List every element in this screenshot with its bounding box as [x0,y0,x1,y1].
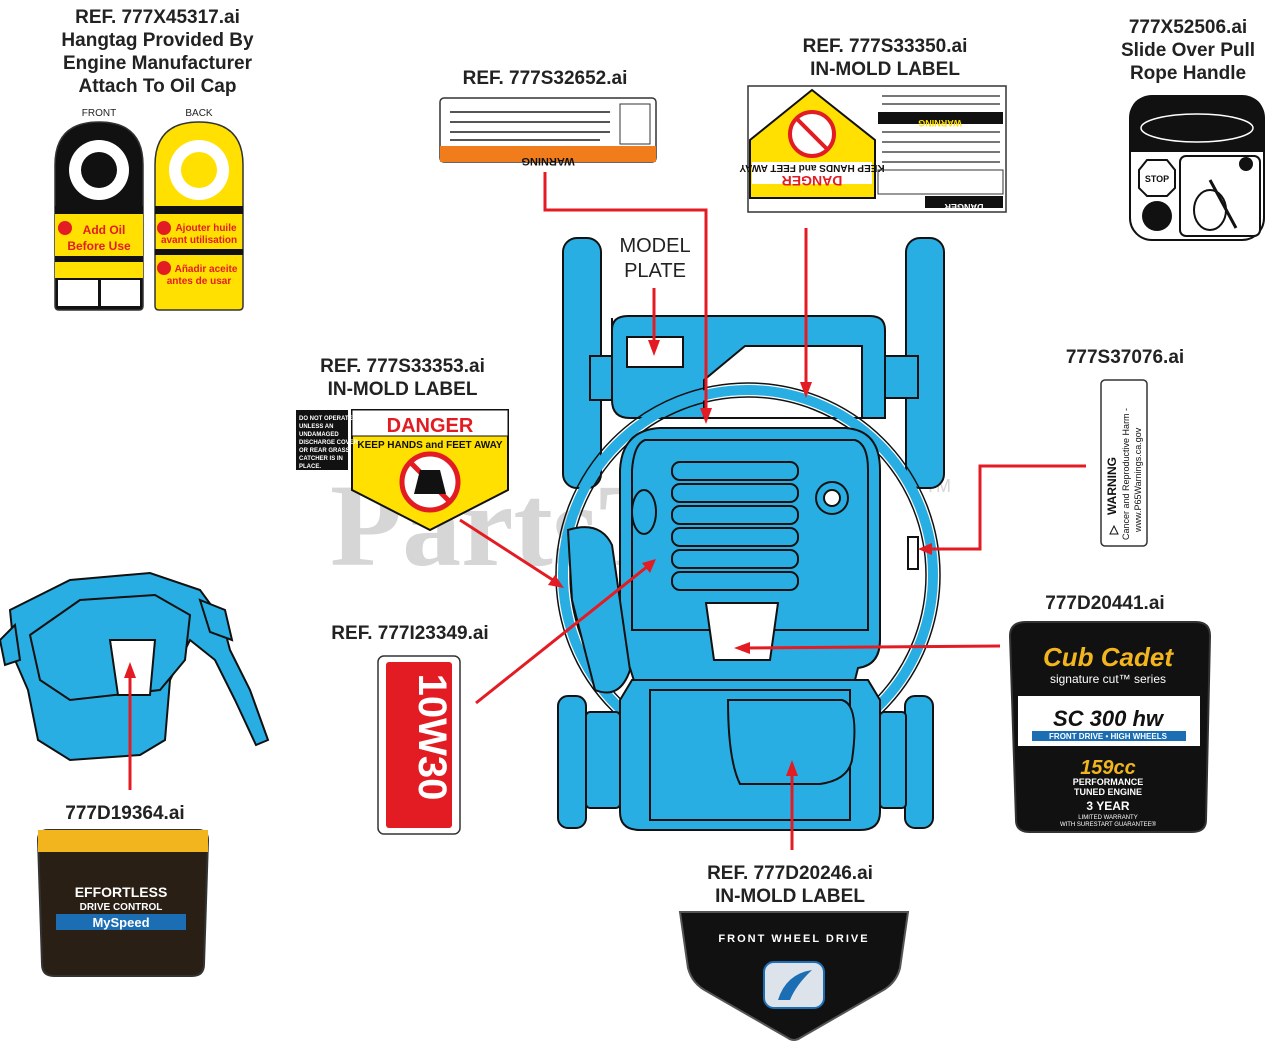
brand-warranty: 3 YEAR [1086,799,1129,813]
myspeed-line2: DRIVE CONTROL [80,902,163,913]
callout-hangtag-line3: Engine Manufacturer [63,53,252,74]
hangtag-back-label: BACK [185,108,213,119]
mower-top-view [555,237,945,831]
brand-perf2: TUNED ENGINE [1074,787,1142,797]
callout-pull-handle: 777X52506.ai Slide Over Pull Rope Handle [1100,16,1276,85]
svg-text:CATCHER IS IN: CATCHER IS IN [299,456,343,462]
danger-small-art: DANGER KEEP HANDS and FEET AWAY [296,409,509,532]
callout-brand: 777D20441.ai [1030,592,1180,615]
danger-small-title: DANGER [387,415,474,437]
callout-warning-decal: REF. 777S32652.ai [430,67,660,90]
danger-large-danger: DANGER [782,173,843,189]
callout-oil: REF. 777I23349.ai [310,622,510,645]
callout-inmold-33353: REF. 777S33353.ai IN-MOLD LABEL [290,355,515,401]
callout-hangtag-line4: Attach To Oil Cap [78,76,237,97]
front-nose [726,699,856,785]
svg-text:OR REAR GRASS: OR REAR GRASS [299,448,350,454]
callout-inmold-20246: REF. 777D20246.ai IN-MOLD LABEL [680,862,900,908]
model-plate-line2: PLATE [624,260,686,282]
danger-large-warning: WARNING [918,118,962,128]
front-text-1: Add Oil [83,223,126,237]
callout-warning-ref: REF. 777S32652.ai [462,68,628,89]
fwd-text: FRONT WHEEL DRIVE [718,933,869,945]
callout-hangtag-line2: Hangtag Provided By [61,30,254,51]
prop65-warning: WARNING [1105,457,1119,515]
warning-title: WARNING [521,155,574,167]
callout-prop65-ref: 777S37076.ai [1065,347,1185,368]
danger-large-keep: KEEP HANDS and FEET AWAY [739,162,885,173]
engine-label-window [704,602,780,661]
brand-cc: 159cc [1080,757,1136,779]
back-text-1: Ajouter huile [175,223,237,234]
hangtag-art: FRONT BACK Add Oil Before Use Ajouter hu… [54,108,244,311]
oil-text: 10W30 [410,674,454,801]
callout-inmold-33350: REF. 777S33350.ai IN-MOLD LABEL [770,35,1000,81]
brand-perf1: PERFORMANCE [1073,777,1144,787]
callout-33353-sub: IN-MOLD LABEL [327,379,478,400]
svg-text:UNLESS AN: UNLESS AN [299,424,333,430]
myspeed-decal-art: EFFORTLESS DRIVE CONTROL MySpeed [36,829,210,977]
callout-mydrive: 777D19364.ai [45,802,205,825]
callout-20246-sub: IN-MOLD LABEL [715,886,865,907]
callout-33350-ref: REF. 777S33350.ai [802,36,968,57]
callout-model-plate: MODEL PLATE [600,234,710,284]
callout-20246-ref: REF. 777D20246.ai [707,863,873,884]
pull-handle-art: STOP [1129,95,1265,241]
arrow-heads [124,340,932,776]
danger-large-art: KEEP HANDS and FEET AWAY DANGER WARNING … [739,85,1007,213]
callout-arrows [128,172,1086,850]
myspeed-line3: MySpeed [92,915,149,930]
front-left-wheel [557,695,587,829]
danger-small-keep: KEEP HANDS and FEET AWAY [357,440,503,451]
brand-warranty2: LIMITED WARRANTY [1078,815,1137,821]
callout-hangtag-ref: REF. 777X45317.ai [75,7,240,28]
oil-label-art: 10W30 [377,655,461,835]
brand-model: SC 300 hw [1053,706,1165,731]
prop65-line2: www.P65Warnings.ca.gov [1133,427,1143,533]
pull-stop: STOP [1145,174,1169,184]
svg-text:UNDAMAGED: UNDAMAGED [299,432,339,438]
prop65-art: WARNING Cancer and Reproductive Harm - w… [1100,379,1148,547]
hangtag-front-label: FRONT [82,108,116,119]
side-view-label-window [108,639,157,696]
brand-name: Cub Cadet [1043,642,1174,672]
prop65-spot [907,536,919,570]
callout-prop65: 777S37076.ai [1050,346,1200,369]
callout-brand-ref: 777D20441.ai [1045,593,1165,614]
callout-hangtag: REF. 777X45317.ai Hangtag Provided By En… [30,6,285,98]
front-right-wheel [904,695,934,829]
danger-small-side-text: DO NOT OPERATE UNLESS AN UNDAMAGED DISCH… [299,416,359,470]
callout-pull-line3: Rope Handle [1129,63,1247,84]
front-text-2: Before Use [67,239,131,253]
brand-warranty3: WITH SURESTART GUARANTEE® [1060,821,1157,828]
model-plate-line1: MODEL [619,235,691,257]
svg-text:DISCHARGE COVER: DISCHARGE COVER [299,440,359,446]
myspeed-line1: EFFORTLESS [75,884,168,900]
side-discharge [566,526,632,694]
warning-decal-art: WARNING [439,97,657,167]
back-text-2: avant utilisation [161,235,237,246]
mower-side-view [0,571,270,762]
brand-drive: FRONT DRIVE • HIGH WHEELS [1049,732,1168,741]
callout-pull-ref: 777X52506.ai [1128,17,1248,38]
callout-33353-ref: REF. 777S33353.ai [320,356,485,377]
brand-series: signature cut™ series [1050,672,1166,686]
callout-oil-ref: REF. 777I23349.ai [331,623,489,644]
inmold-window [703,345,863,419]
danger-large-danger2: DANGER [944,202,984,212]
callout-pull-line2: Slide Over Pull [1120,40,1256,61]
fwd-label-art: FRONT WHEEL DRIVE [678,911,910,1041]
svg-text:PLACE.: PLACE. [299,464,321,470]
svg-text:DO NOT OPERATE: DO NOT OPERATE [299,416,353,422]
callout-33350-sub: IN-MOLD LABEL [810,59,960,80]
prop65-line1: Cancer and Reproductive Harm - [1121,408,1131,540]
brand-decal-art: Cub Cadet signature cut™ series SC 300 h… [1008,621,1212,833]
back-text-4: antes de usar [167,276,232,287]
back-text-3: Añadir aceite [175,264,238,275]
callout-mydrive-ref: 777D19364.ai [65,803,185,824]
